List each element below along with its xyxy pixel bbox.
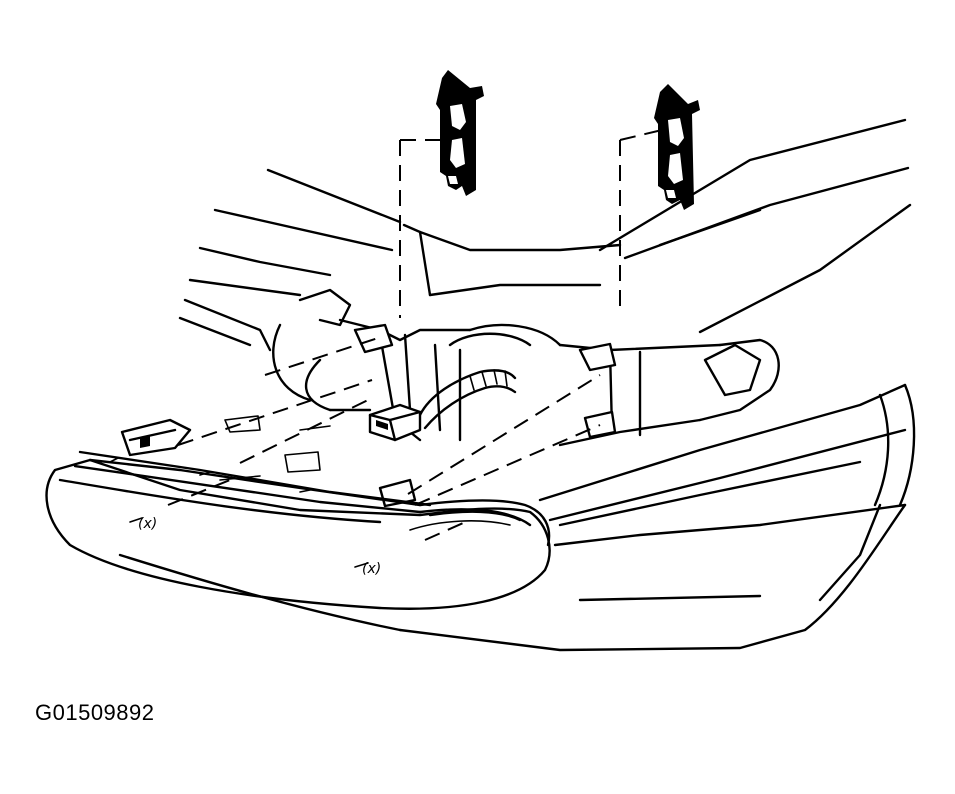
retaining-clip-right bbox=[654, 84, 700, 210]
electrical-connector bbox=[368, 403, 422, 442]
front-fascia bbox=[118, 383, 916, 652]
wiring-harness bbox=[418, 369, 517, 430]
retaining-clip-left bbox=[436, 70, 484, 196]
hood-outline bbox=[198, 118, 912, 334]
radiator-support bbox=[219, 288, 780, 481]
headlamp-assembly bbox=[45, 450, 551, 610]
figure-id-label: G01509892 bbox=[35, 700, 155, 725]
fender-left bbox=[178, 278, 302, 352]
callout-1: (x) bbox=[129, 516, 157, 532]
headlamp-mount-tabs bbox=[120, 323, 617, 508]
callout-1-text: (x) bbox=[138, 516, 157, 532]
callout-2-text: (x) bbox=[362, 561, 381, 577]
callout-2: (x) bbox=[354, 561, 381, 577]
